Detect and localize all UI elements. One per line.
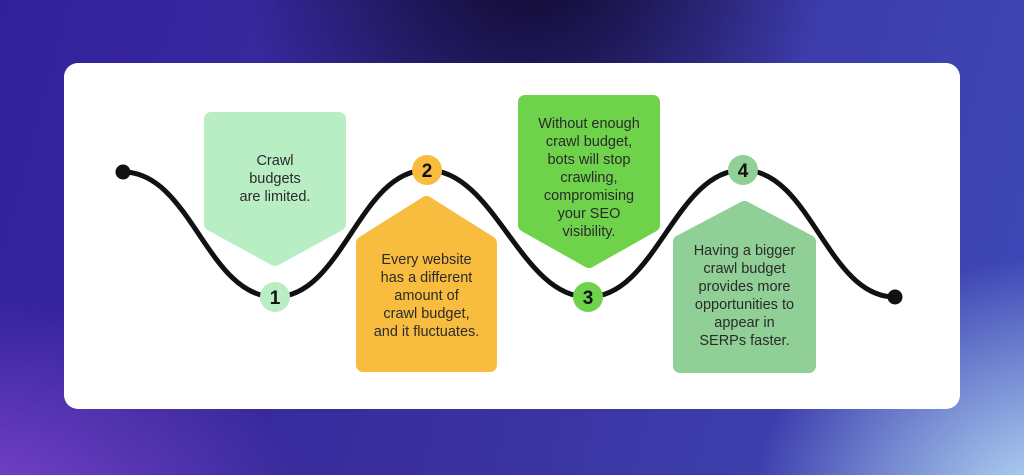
step-marker-circle-3 <box>573 282 603 312</box>
step-text-1: Crawl budgets are limited. <box>239 153 311 205</box>
step-marker-1: 1 <box>260 282 290 312</box>
step-marker-3: 3 <box>573 282 603 312</box>
timeline-start-dot <box>115 164 131 180</box>
step-marker-circle-4 <box>728 155 758 185</box>
step-marker-circle-1 <box>260 282 290 312</box>
step-marker-number-1: 1 <box>270 288 281 309</box>
step-marker-number-3: 3 <box>583 288 594 309</box>
step-text-4: Having a bigger crawl budget provides mo… <box>693 243 796 349</box>
step-banner-2: Every website has a different amount of … <box>356 196 497 372</box>
step-marker-4: 4 <box>728 155 758 185</box>
timeline-end-dot <box>887 289 903 305</box>
step-text-3: Without enough crawl budget, bots will s… <box>538 116 640 240</box>
step-marker-number-4: 4 <box>738 161 749 182</box>
step-text-2: Every website has a different amount of … <box>373 251 480 340</box>
step-marker-circle-2 <box>412 155 442 185</box>
step-banner-4: Having a bigger crawl budget provides mo… <box>673 201 816 373</box>
step-marker-number-2: 2 <box>422 161 433 182</box>
step-banner-1: Crawl budgets are limited. <box>204 112 346 266</box>
step-banner-3: Without enough crawl budget, bots will s… <box>518 95 660 268</box>
step-marker-2: 2 <box>412 155 442 185</box>
infographic-card: Crawl budgets are limited. Every website… <box>64 63 960 409</box>
timeline-curve <box>115 164 903 305</box>
